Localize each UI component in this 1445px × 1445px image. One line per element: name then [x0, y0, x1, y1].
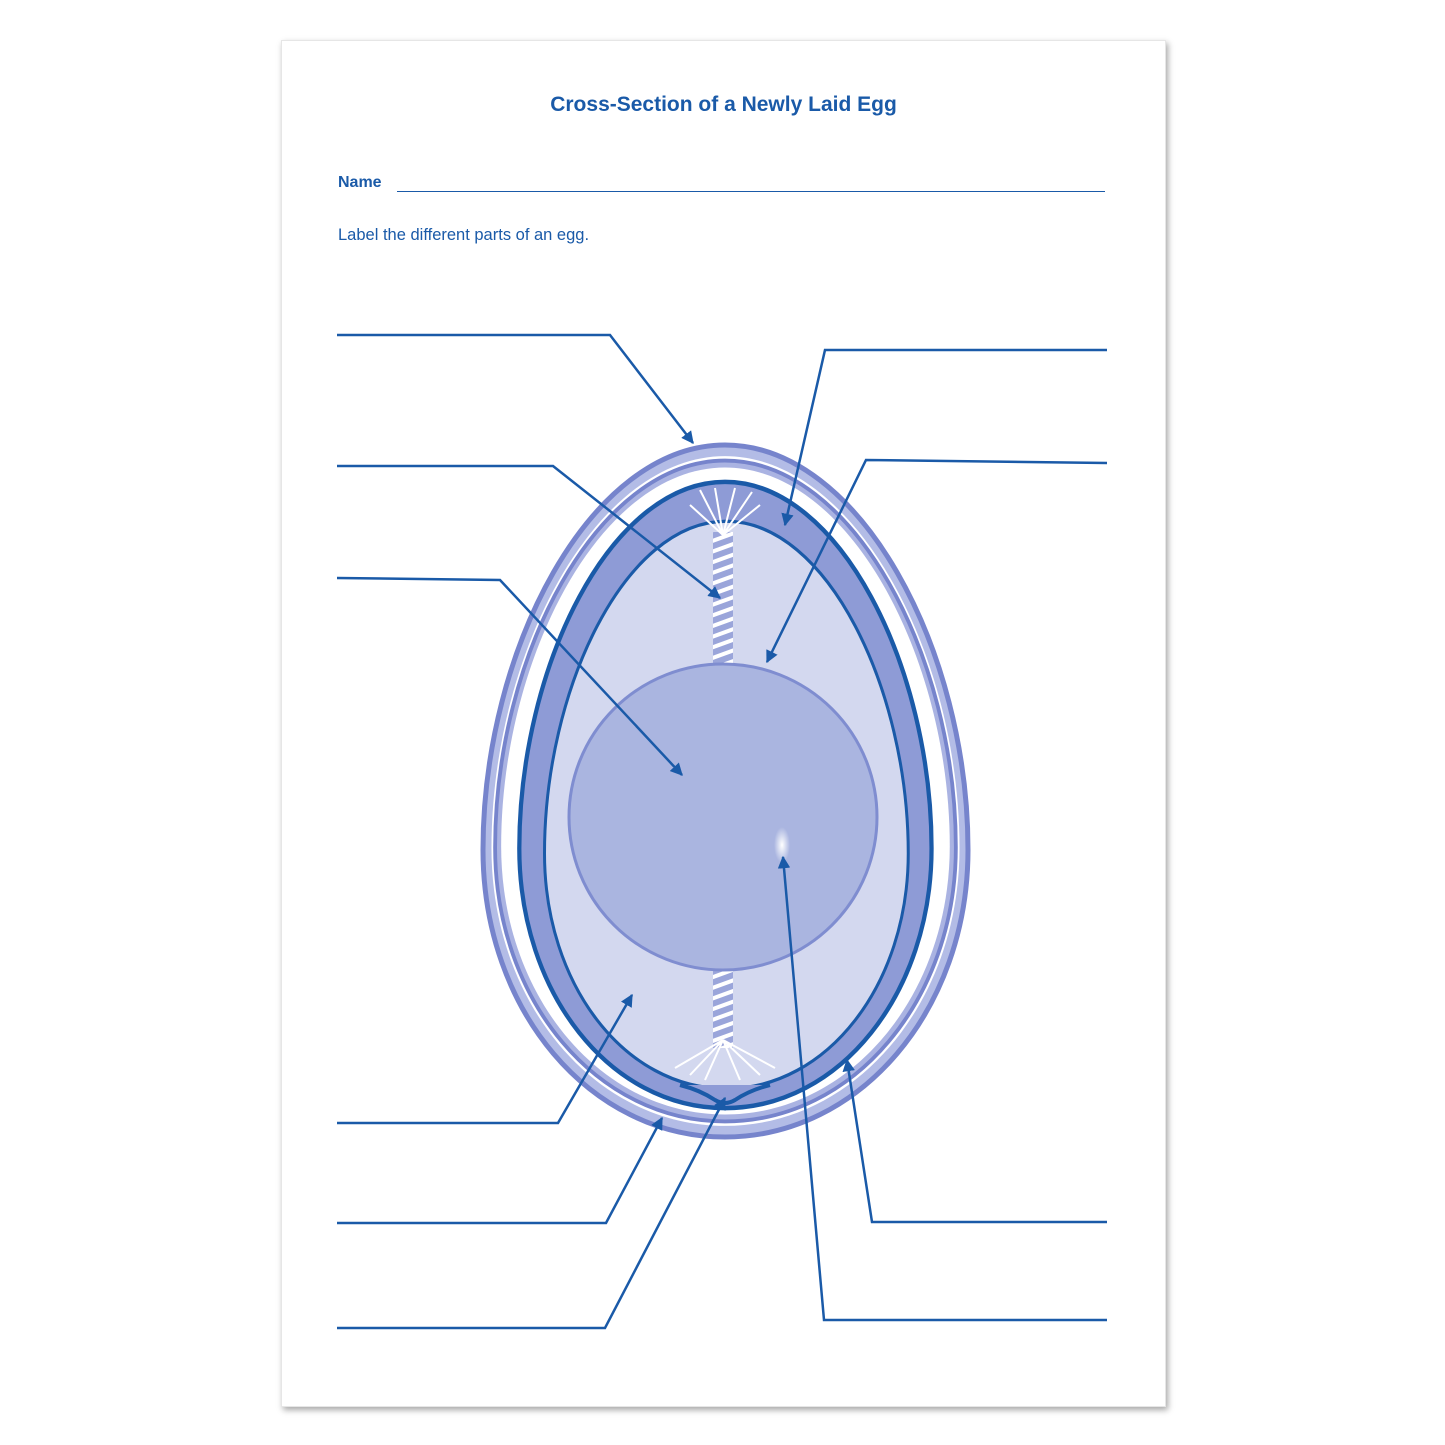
label-line-left-5[interactable] [337, 1116, 664, 1225]
name-input[interactable] [397, 171, 1105, 192]
germinal-disc [774, 827, 790, 863]
instruction-text: Label the different parts of an egg. [338, 226, 590, 244]
label-line-left-6[interactable] [337, 1096, 727, 1330]
worksheet-page: Cross-Section of a Newly Laid Egg Name L… [281, 40, 1166, 1407]
label-line-right-2[interactable] [765, 458, 1108, 664]
label-line-right-1[interactable] [781, 348, 1107, 527]
label-line-left-3[interactable] [336, 576, 683, 776]
label-line-left-2[interactable] [337, 464, 721, 599]
chalaza [674, 487, 776, 1081]
label-leaders [336, 333, 1108, 1330]
label-line-left-1[interactable] [337, 333, 694, 444]
name-label: Name [338, 174, 382, 191]
label-line-left-4[interactable] [337, 993, 634, 1125]
label-line-right-4[interactable] [777, 855, 1107, 1322]
label-line-right-3[interactable] [842, 1058, 1107, 1224]
yolk [567, 662, 879, 972]
worksheet-title: Cross-Section of a Newly Laid Egg [550, 93, 897, 116]
